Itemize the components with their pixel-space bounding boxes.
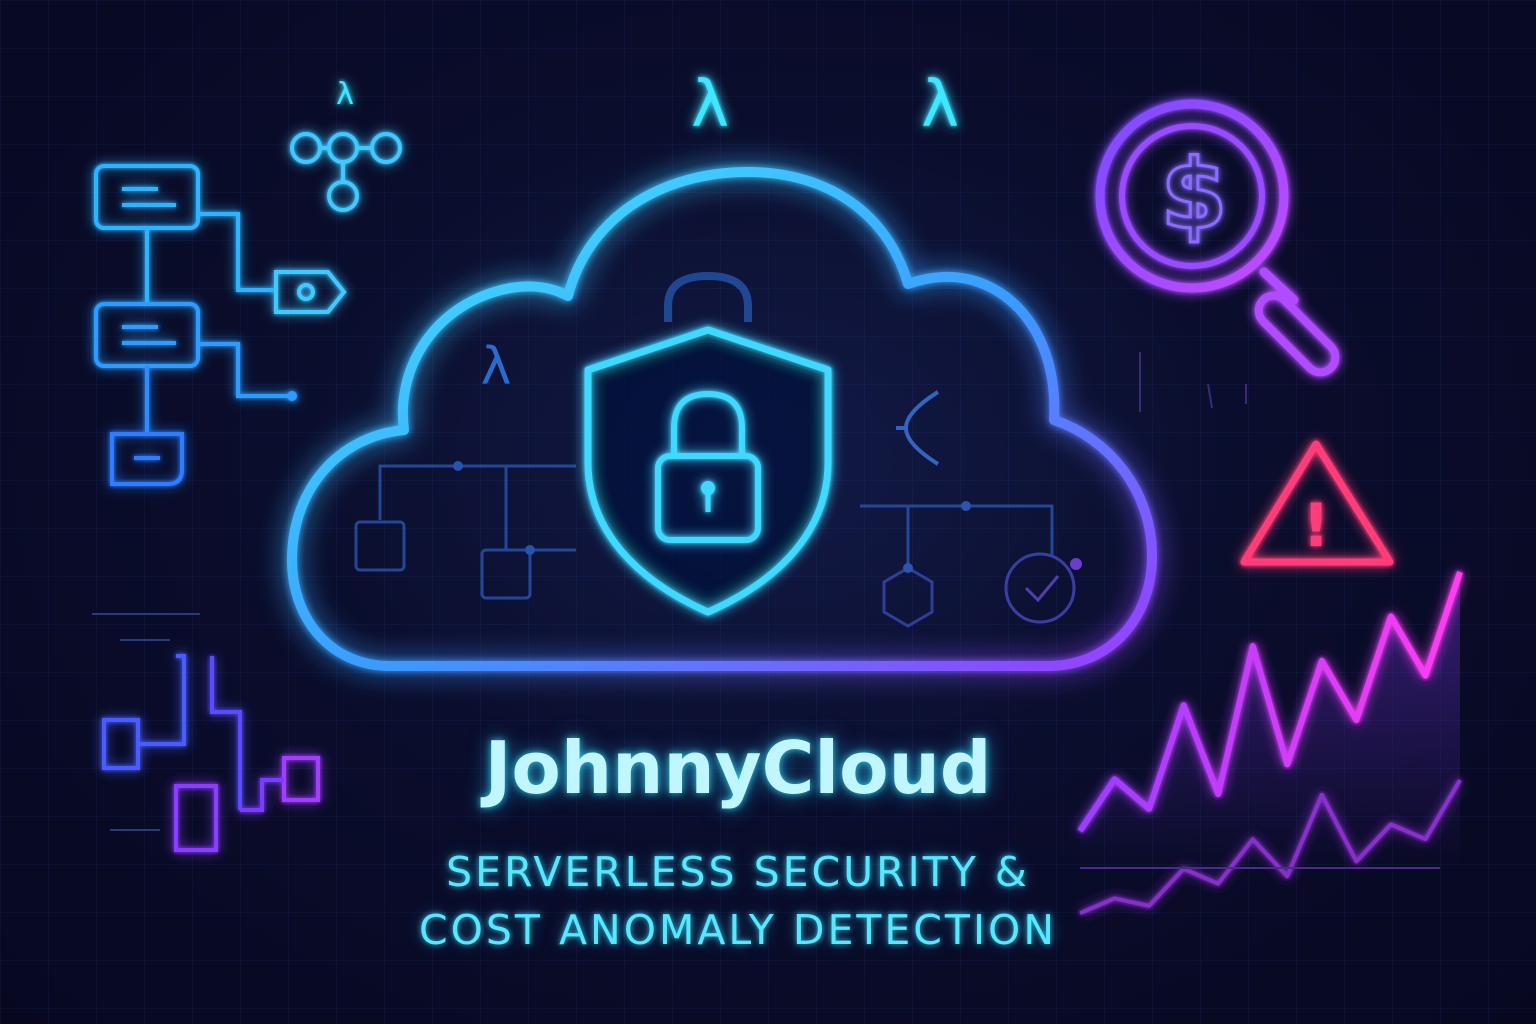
decorative-dashes	[92, 613, 200, 831]
svg-text:!: !	[1302, 491, 1329, 561]
anomaly-chart	[1077, 571, 1463, 916]
shield-icon	[584, 326, 832, 616]
bracket-icon	[896, 390, 940, 466]
alert-triangle-icon	[1240, 440, 1394, 566]
lambda-icon: λ	[921, 68, 959, 142]
lambda-icon: λ	[336, 77, 354, 112]
svg-text:λ: λ	[921, 68, 959, 142]
padlock-icon	[655, 390, 761, 543]
chart-area	[1080, 572, 1460, 868]
decorative-ticks	[1139, 352, 1247, 412]
brand-tagline-line-1: SERVERLESS SECURITY &	[446, 848, 1030, 896]
svg-text:λ: λ	[481, 337, 512, 397]
cloud-circuit	[354, 461, 1082, 628]
cloud-icon	[287, 167, 1157, 671]
dollar-icon: $	[1159, 138, 1229, 253]
brand-title: JohnnyCloud	[484, 726, 992, 810]
lock-arch-icon	[664, 271, 752, 322]
lambda-icon: λ	[481, 337, 512, 397]
alert-symbol-icon: !	[1302, 491, 1329, 561]
cost-search-icon	[1095, 99, 1340, 377]
svg-text:$: $	[1161, 139, 1228, 251]
circuit-icon	[102, 654, 320, 852]
chart-series-line	[1077, 571, 1463, 833]
flowchart-icon	[94, 164, 347, 486]
brand-tagline-line-2: COST ANOMALY DETECTION	[418, 906, 1058, 954]
chart-series-line	[1079, 778, 1462, 916]
svg-text:λ: λ	[336, 77, 354, 112]
node-graph-icon	[290, 132, 402, 212]
svg-text:λ: λ	[691, 68, 729, 142]
lambda-icon: λ	[691, 68, 729, 142]
